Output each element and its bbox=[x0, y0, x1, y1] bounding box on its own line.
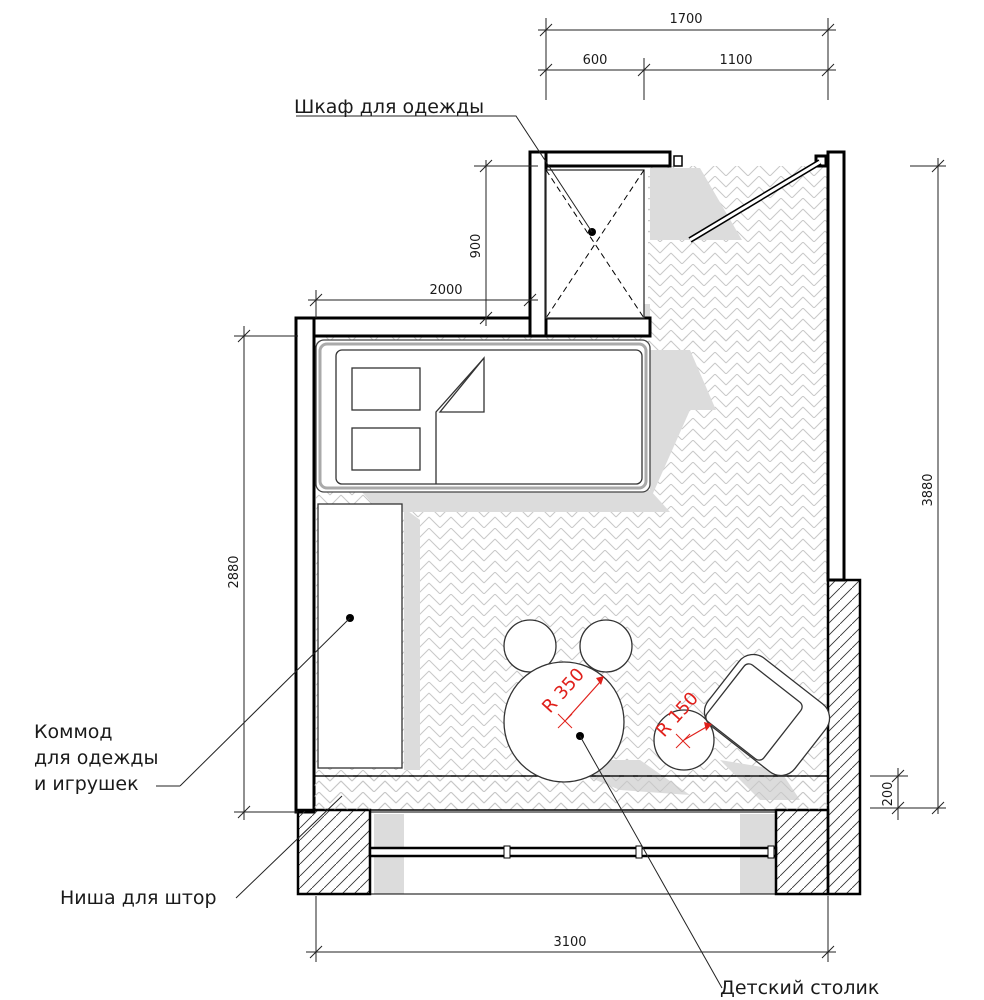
pillow-bottom bbox=[351, 427, 421, 471]
pillow-top bbox=[351, 367, 421, 411]
label-dresser-3: и игрушек bbox=[34, 773, 139, 795]
dim-top-left: 600 bbox=[583, 53, 608, 68]
stool-right bbox=[579, 619, 633, 673]
wardrobe-top-wall bbox=[544, 150, 672, 168]
annotation-labels: Шкаф для одежды Коммод для одежды и игру… bbox=[34, 96, 879, 999]
left-wall bbox=[294, 316, 316, 814]
dim-wardrobe-depth: 900 bbox=[469, 234, 484, 259]
curtain-niche-box bbox=[313, 775, 829, 811]
label-dresser-2: для одежды bbox=[34, 747, 158, 769]
wardrobe bbox=[545, 169, 645, 319]
right-wall-hatched bbox=[826, 578, 862, 896]
leader-lines bbox=[156, 115, 723, 989]
dim-bottom-width: 3100 bbox=[553, 935, 586, 950]
wardrobe-bottom-wall bbox=[544, 316, 652, 338]
right-window-pier bbox=[774, 808, 830, 896]
dim-top-right: 1100 bbox=[719, 53, 752, 68]
top-left-wall bbox=[312, 316, 532, 338]
bed bbox=[315, 339, 651, 493]
window bbox=[368, 846, 778, 858]
walls bbox=[294, 150, 862, 896]
dim-right-height: 3880 bbox=[921, 473, 936, 506]
label-wardrobe: Шкаф для одежды bbox=[294, 96, 484, 118]
dimension-lines bbox=[234, 18, 946, 962]
label-dresser-1: Коммод bbox=[34, 721, 113, 743]
dim-left-height: 2880 bbox=[227, 555, 242, 588]
label-curtain-niche: Ниша для штор bbox=[60, 887, 217, 909]
dim-wall-2000: 2000 bbox=[429, 283, 462, 298]
label-kids-table: Детский столик bbox=[720, 977, 879, 999]
dimension-labels: 1700 600 1100 900 2000 2880 3880 200 310… bbox=[227, 12, 936, 950]
wardrobe-left-wall bbox=[528, 150, 548, 338]
dim-niche-200: 200 bbox=[881, 782, 896, 807]
armchair bbox=[703, 653, 831, 777]
dim-top-total: 1700 bbox=[669, 12, 702, 27]
right-wall bbox=[826, 150, 846, 582]
door bbox=[688, 159, 822, 243]
left-window-pier bbox=[296, 808, 372, 896]
kids-table-set bbox=[503, 619, 831, 783]
blanket-fold bbox=[438, 356, 485, 413]
dresser bbox=[317, 503, 403, 769]
